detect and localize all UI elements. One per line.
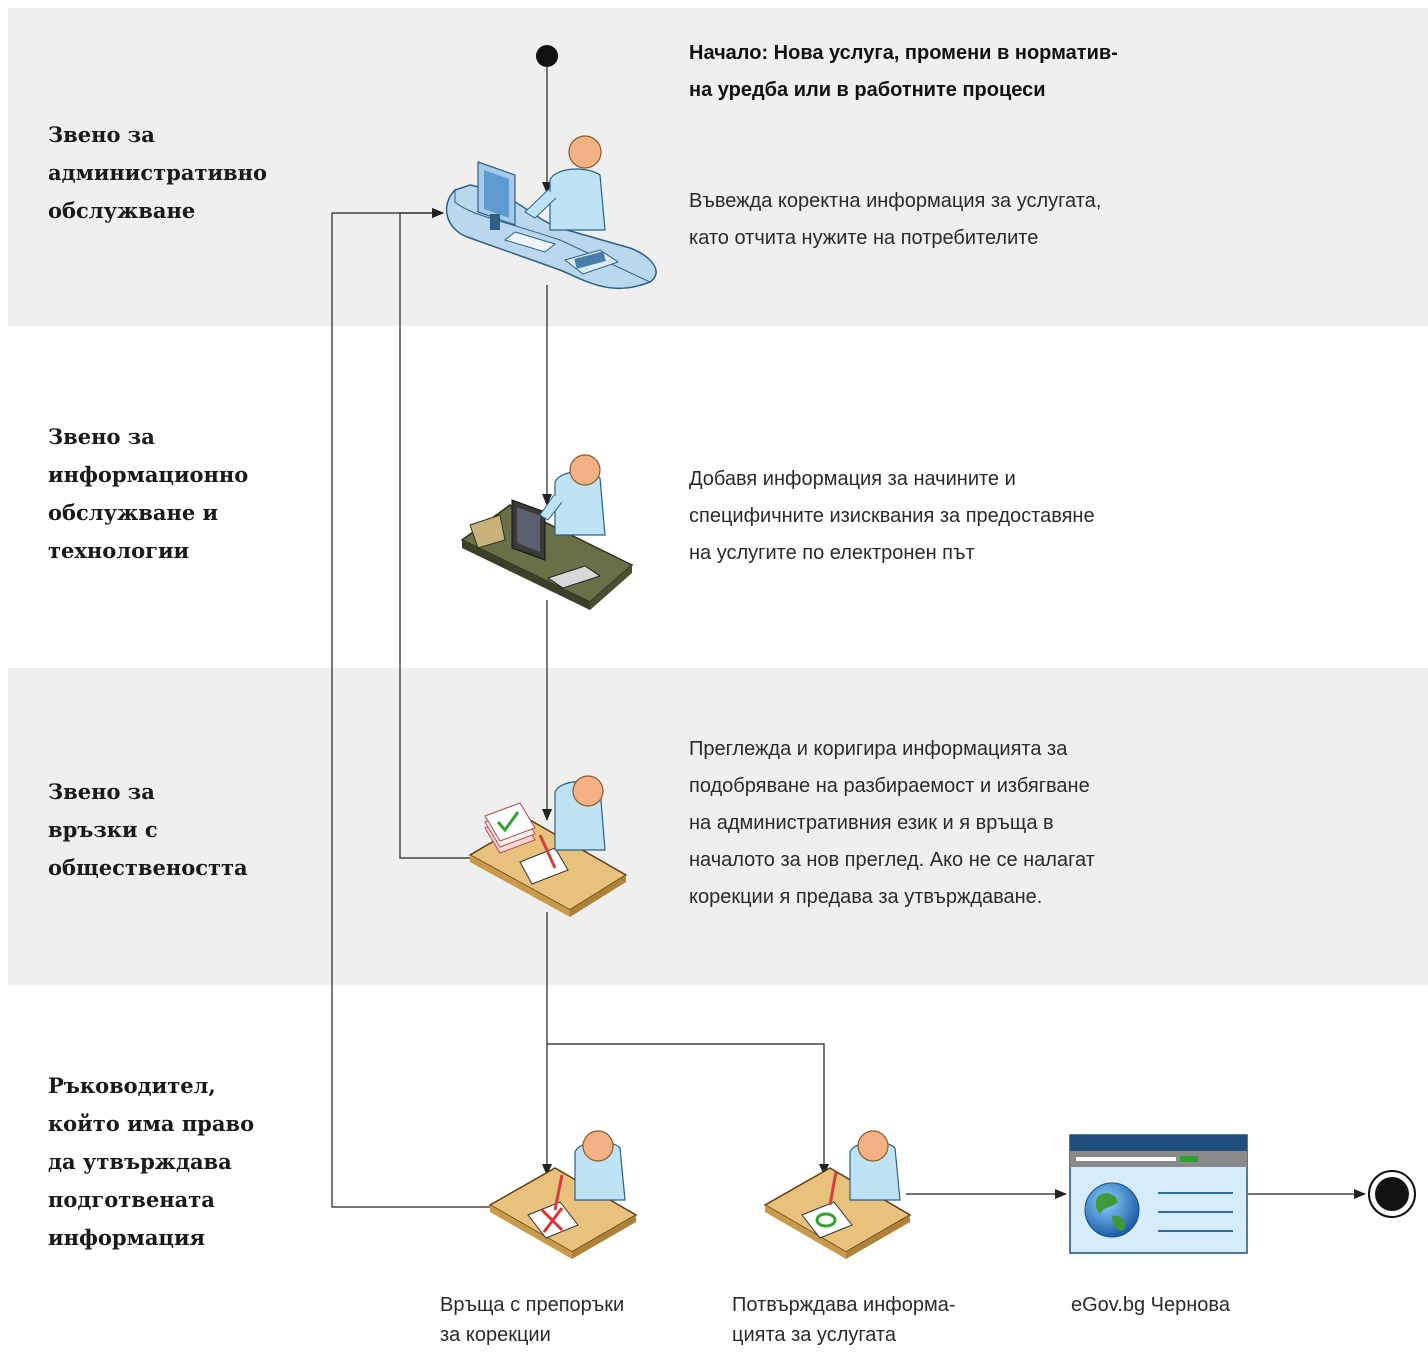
connectors xyxy=(331,66,1366,1208)
approve-desk-icon xyxy=(763,1130,912,1259)
pr-desk-icon xyxy=(468,775,628,917)
reject-caption: Връща с препоръки за корекции xyxy=(440,1294,625,1346)
lane-band-admin xyxy=(8,8,1428,326)
lane-label-admin: Звено за административно обслужване xyxy=(48,122,268,223)
admin-step-description: Въвежда коректна информация за услугата,… xyxy=(689,190,1102,249)
edge-to-approve xyxy=(547,1043,829,1176)
lane-label-it: Звено за информационно обслужване и техн… xyxy=(48,424,249,563)
egov-window-icon xyxy=(1069,1134,1248,1254)
start-description: Начало: Нова услуга, промени в норматив-… xyxy=(689,42,1118,101)
lane-band-pr xyxy=(8,668,1428,985)
it-step-description: Добавя информация за начините и специфич… xyxy=(689,468,1095,564)
approve-caption: Потвърждава информа- цията за услугата xyxy=(732,1294,956,1346)
pr-step-description: Преглежда и коригира информацията за под… xyxy=(689,738,1095,908)
it-desk-icon xyxy=(460,454,634,610)
end-node-icon xyxy=(1368,1170,1416,1218)
admin-desk-icon xyxy=(445,135,657,290)
lane-label-manager: Ръководител, който има право да утвържда… xyxy=(48,1073,255,1250)
lane-label-pr: Звено за връзки с обществеността xyxy=(48,779,248,880)
reject-desk-icon xyxy=(488,1130,638,1259)
edge-pr-loop-back xyxy=(399,208,470,859)
egov-caption: eGov.bg Чернова xyxy=(1071,1294,1230,1316)
start-node-icon xyxy=(536,45,558,67)
paper-stack xyxy=(484,802,536,854)
edge-reject-loop-back xyxy=(331,208,490,1208)
